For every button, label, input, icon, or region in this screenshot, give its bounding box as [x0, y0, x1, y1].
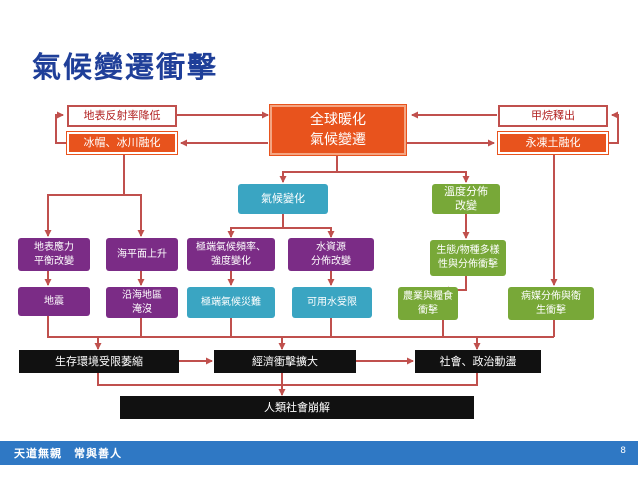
node-economic-impact: 經濟衝擊擴大 [214, 350, 356, 373]
node-water-distribution: 水資源 分佈改變 [288, 238, 374, 271]
node-sea-level: 海平面上升 [106, 238, 178, 271]
node-core: 全球暖化 氣候變遷 [270, 105, 406, 155]
node-crust-stress: 地表應力 平衡改變 [18, 238, 90, 271]
arrow-icemelt-to-sealevel [124, 194, 145, 237]
node-permafrost: 永凍土融化 [497, 131, 609, 155]
arrow-icemelt-down [44, 155, 125, 237]
arrow-icemelt-to-albedo [55, 111, 67, 144]
node-disease-impact: 病媒分佈與衛 生衝擊 [508, 287, 594, 320]
node-habitat-shrink: 生存環境受限萎縮 [19, 350, 179, 373]
page-title: 氣候變遷衝擊 [32, 50, 219, 84]
node-earthquake: 地震 [18, 287, 90, 316]
arrow-climate-to-water [283, 227, 335, 238]
arrow-climate-split [227, 214, 284, 238]
node-ice-melt: 冰帽、冰川融化 [66, 131, 178, 155]
node-water-shortage: 可用水受限 [292, 287, 372, 318]
node-extreme-disaster: 極端氣候災難 [187, 287, 275, 318]
footer-motto: 天道無親 常與善人 [14, 447, 122, 460]
node-extreme-freq: 極端氣候頻率、 強度變化 [187, 238, 275, 271]
node-temp-distribution: 溫度分佈 改變 [432, 184, 500, 214]
footer-bar: 天道無親 常與善人 8 [0, 441, 638, 465]
arrow-core-to-temp [337, 171, 470, 183]
node-coastal-flood: 沿海地區 淹沒 [106, 287, 178, 318]
bus-line [47, 316, 554, 338]
node-albedo: 地表反射率降低 [67, 105, 177, 127]
arrow-permafrost-to-methane [608, 111, 619, 144]
node-climate-change: 氣候變化 [238, 184, 328, 214]
node-methane: 甲烷釋出 [498, 105, 608, 127]
arrow-to-collapse [97, 373, 286, 396]
node-collapse: 人類社會崩解 [120, 396, 474, 419]
node-eco-distribution: 生態/物種多樣 性與分佈衝擊 [430, 240, 506, 276]
page-number: 8 [620, 446, 626, 456]
node-social-unrest: 社會、政治動盪 [415, 350, 541, 373]
arrow-core-trunk [279, 155, 338, 183]
node-agri-impact: 農業與糧食 衝擊 [398, 287, 458, 320]
